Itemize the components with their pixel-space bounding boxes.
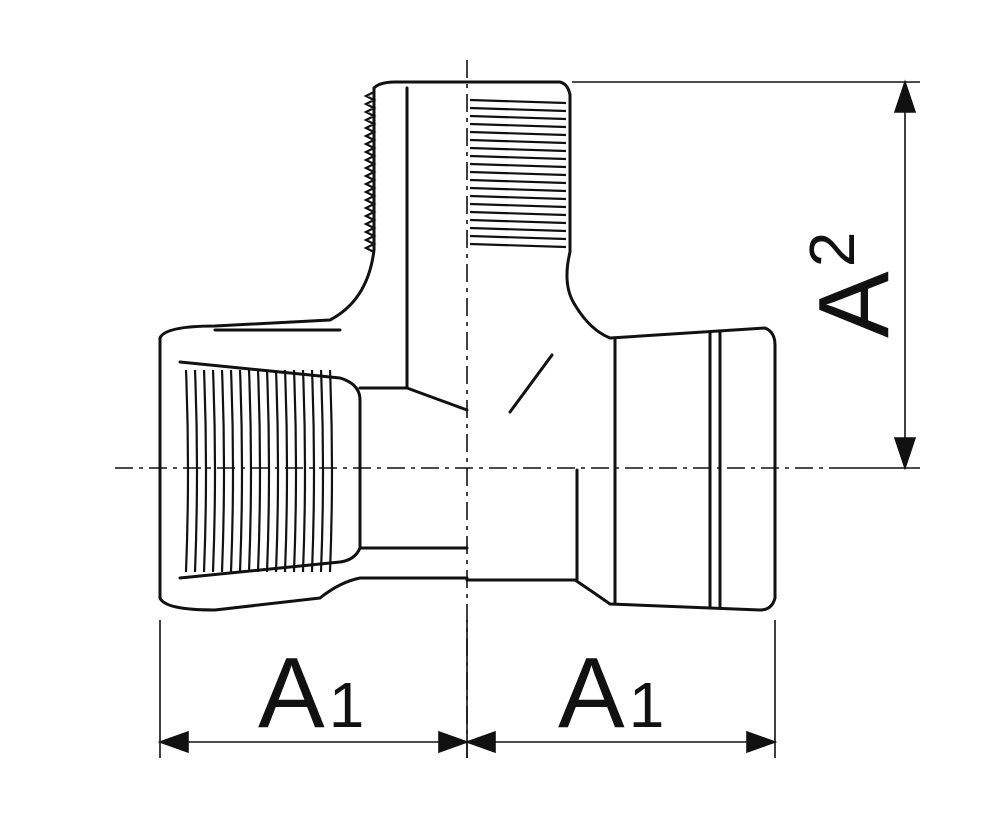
right-inner-diagonal [508,353,554,414]
thread-line [469,154,567,161]
thread-line [469,130,567,137]
socket-thread-line [211,369,217,573]
socket-thread-line [328,369,334,573]
left-socket-thread [184,369,334,573]
branch-right-thread [469,98,567,249]
thread-line [469,210,567,217]
socket-thread-line [184,369,190,573]
thread-line [469,114,567,121]
socket-thread-line [193,369,199,573]
socket-thread-line [274,369,280,573]
dim-branch-main: A [798,271,910,338]
dim-label-right: A1 [558,637,664,749]
dim-left-main: A [258,637,325,749]
socket-thread-line [310,369,316,573]
thread-teeth [363,91,377,253]
thread-line [469,186,567,193]
socket-thread-line [256,369,262,573]
socket-thread-line [247,369,253,573]
thread-line [469,106,567,113]
branch-left-thread [363,91,377,253]
dimension-lines [157,79,920,758]
socket-thread-line [238,369,244,573]
arrow-a2-top [893,79,917,113]
arrow-left-start [157,730,189,754]
dim-right-main: A [558,637,625,749]
thread-line [469,194,567,201]
thread-line [469,138,567,145]
socket-thread-line [265,369,271,573]
thread-line [469,122,567,129]
dim-right-sub: 1 [629,669,665,741]
thread-line [469,242,567,249]
fitting-body [158,80,777,612]
dim-label-branch: A2 [796,232,910,338]
thread-line [469,162,567,169]
arrow-right-start [464,730,496,754]
socket-thread-line [319,369,325,573]
arrow-right-end [746,730,778,754]
socket-thread-line [292,369,298,573]
arrow-a2-bottom [893,437,917,471]
socket-thread-line [220,369,226,573]
branch-outer-right [465,93,777,612]
thread-line [469,178,567,185]
thread-line [469,98,567,105]
dim-label-left: A1 [258,637,364,749]
thread-line [469,218,567,225]
dim-branch-sub: 2 [796,232,868,268]
branch-outer-left [158,86,469,612]
dim-left-sub: 1 [329,669,365,741]
socket-thread-line [301,369,307,573]
socket-thread-line [202,369,208,573]
thread-line [469,170,567,177]
thread-line [469,202,567,209]
left-bore-diagonal [405,386,469,412]
socket-thread-line [283,369,289,573]
thread-line [469,234,567,241]
socket-thread-line [229,369,235,573]
arrow-left-end [438,730,470,754]
thread-line [469,146,567,153]
thread-line [469,226,567,233]
branch-top-edge [372,80,572,97]
left-socket-inner [178,360,362,580]
